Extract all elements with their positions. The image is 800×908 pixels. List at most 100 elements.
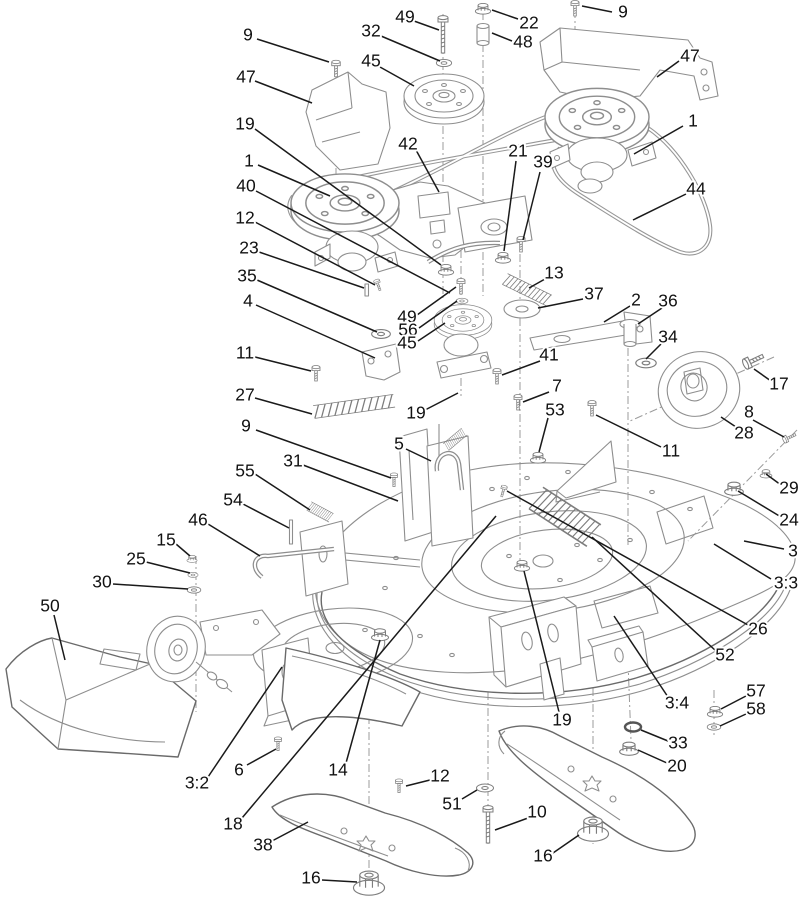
- fasteners: [186, 0, 798, 896]
- leader-line-56: [418, 300, 458, 329]
- callout-26: 26: [748, 619, 767, 639]
- callout-37: 37: [584, 284, 603, 304]
- callout-54: 54: [223, 490, 243, 510]
- leader-line-49: [413, 20, 440, 31]
- callout-48: 48: [513, 32, 532, 52]
- leader-line-53: [538, 417, 549, 453]
- callout-56: 56: [398, 320, 417, 340]
- callout-44: 44: [686, 179, 706, 199]
- leader-line-22: [491, 9, 519, 20]
- callout-34: 34: [658, 327, 678, 347]
- leader-line-6: [246, 748, 277, 766]
- callout-25: 25: [126, 549, 145, 569]
- leader-line-38: [271, 821, 309, 842]
- leader-line-30: [112, 583, 189, 590]
- leader-line-39: [522, 171, 541, 241]
- leader-line-11: [254, 356, 312, 372]
- leader-line-58: [719, 713, 747, 727]
- screw-11: [311, 365, 321, 382]
- idler-pulley-top: [403, 73, 485, 125]
- idler-spring: [312, 393, 396, 420]
- mower-blade-left: [271, 793, 474, 877]
- callout-19: 19: [235, 114, 254, 134]
- callout-22: 22: [519, 13, 538, 33]
- leader-line-13: [528, 278, 546, 289]
- spindle-pulley-left: [290, 173, 400, 241]
- callout-15: 15: [156, 530, 175, 550]
- nut-22: [474, 2, 492, 15]
- leader-line-52: [591, 536, 717, 652]
- callout-31: 31: [283, 451, 302, 471]
- nut-14: [371, 628, 389, 642]
- leader-line-4: [255, 304, 376, 359]
- leader-line-47: [254, 80, 313, 104]
- leader-line-9: [581, 5, 613, 13]
- leader-line-33: [640, 729, 669, 742]
- callout-14: 14: [328, 760, 348, 780]
- leader-line-34: [645, 343, 662, 360]
- leader-line-31: [302, 464, 399, 502]
- leader-line-19: [424, 392, 459, 411]
- callout-1: 1: [244, 151, 254, 171]
- bolt-9c: [390, 472, 398, 487]
- bolt-9: [331, 59, 341, 78]
- callout-11: 11: [236, 343, 254, 363]
- washer-58: [706, 723, 722, 731]
- leader-line-23: [258, 251, 365, 289]
- callout-12: 12: [430, 766, 449, 786]
- callout-16: 16: [301, 868, 320, 888]
- callout-13: 13: [544, 263, 563, 283]
- leader-line-40: [255, 190, 451, 294]
- washer-34: [635, 357, 657, 369]
- stud-26: [498, 484, 508, 498]
- leader-line-54: [242, 503, 290, 529]
- leader-line-1: [633, 125, 684, 155]
- deck-holes: [295, 469, 693, 658]
- callout-57: 57: [746, 681, 765, 701]
- callout-3:3: 3:3: [774, 573, 798, 593]
- leader-line-27: [254, 397, 313, 415]
- leader-line-18: [241, 515, 497, 819]
- bolt-9: [570, 0, 580, 17]
- leader-line-25: [145, 561, 191, 574]
- spacer-disc: [503, 299, 541, 319]
- callout-53: 53: [545, 400, 564, 420]
- leader-line-11: [595, 414, 662, 448]
- nut-53: [529, 451, 547, 464]
- leader-line-36: [637, 307, 663, 325]
- leader-line-8: [752, 419, 785, 438]
- leader-line-45: [379, 66, 415, 87]
- callout-40: 40: [236, 176, 256, 196]
- callout-38: 38: [253, 835, 272, 855]
- clevis-pin: [288, 519, 294, 545]
- leader-line-41: [501, 360, 541, 376]
- leader-line-12: [405, 779, 431, 787]
- spindle-housing-left: [314, 230, 399, 273]
- blade-star-hole: [582, 775, 602, 792]
- callout-16: 16: [533, 846, 552, 866]
- callout-55: 55: [235, 461, 254, 481]
- callout-9: 9: [243, 25, 253, 45]
- washer-51: [476, 783, 494, 793]
- leader-line-35: [256, 279, 378, 333]
- callout-58: 58: [746, 699, 765, 719]
- deck-wheel: [657, 351, 741, 429]
- bolt-7: [513, 394, 523, 411]
- leader-line-16: [321, 879, 358, 883]
- callout-52: 52: [715, 645, 734, 665]
- bolt-17: [740, 350, 766, 371]
- callout-32: 32: [361, 21, 380, 41]
- bracket-4: [361, 343, 401, 381]
- callout-36: 36: [658, 291, 677, 311]
- spindle-housing-right: [549, 137, 657, 194]
- callout-49: 49: [395, 7, 414, 27]
- callout-10: 10: [527, 802, 547, 822]
- nut-20: [619, 741, 639, 756]
- callout-41: 41: [539, 345, 558, 365]
- callout-5: 5: [394, 434, 404, 454]
- callout-21: 21: [508, 141, 527, 161]
- callout-24: 24: [779, 510, 799, 530]
- callout-12: 12: [235, 208, 254, 228]
- leader-line-32: [380, 35, 441, 62]
- belt-covers: [305, 27, 719, 171]
